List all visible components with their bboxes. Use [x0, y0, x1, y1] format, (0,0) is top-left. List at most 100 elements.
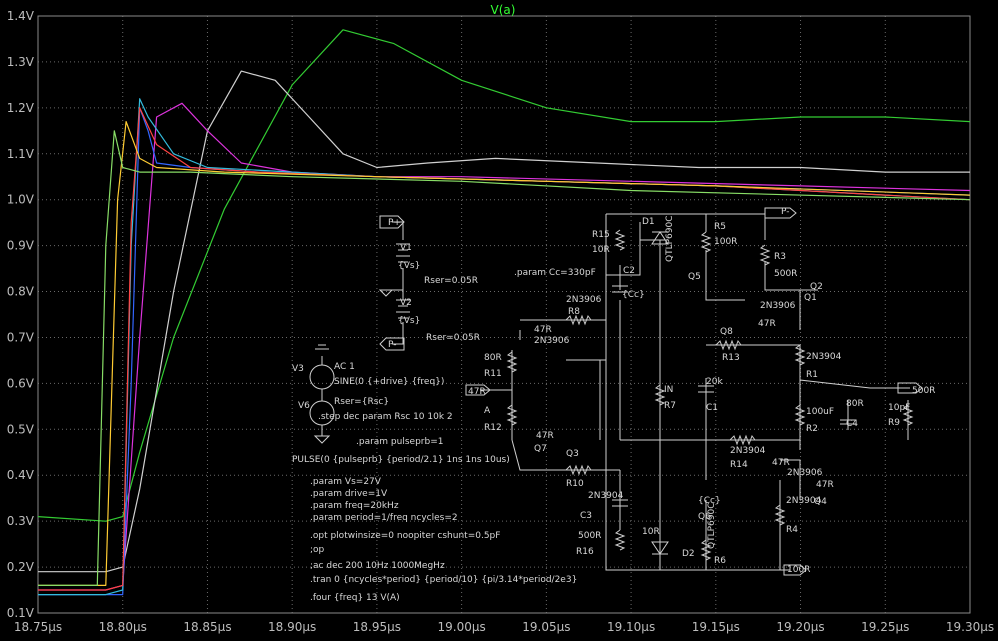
schematic-label: Q2 [810, 282, 823, 292]
schematic-label: R7 [664, 401, 676, 411]
series-line-2[interactable] [38, 70, 970, 573]
schematic-label: 2N3904 [786, 496, 822, 506]
schematic-label: R9 [888, 418, 900, 428]
x-tick-label: 18.85µs [183, 620, 231, 634]
y-tick-label: 0.9V [7, 239, 35, 253]
series-group[interactable] [37, 29, 971, 596]
schematic-label: Q7 [534, 444, 547, 454]
schematic-label: ;ac dec 200 10Hz 1000MegHz [310, 561, 445, 571]
schematic-label: QTLP690C [665, 216, 675, 263]
y-tick-label: 1.4V [7, 9, 35, 23]
schematic-label: 47R [468, 387, 486, 397]
y-axis-ticks: 0.1V0.2V0.3V0.4V0.5V0.6V0.7V0.8V0.9V1.0V… [7, 9, 35, 620]
schematic-label: Q6 [698, 512, 711, 522]
schematic-label: R11 [484, 369, 502, 379]
y-tick-label: 0.3V [7, 514, 35, 528]
schematic-label: 100R [787, 565, 810, 575]
x-tick-label: 19.05µs [522, 620, 570, 634]
schematic-label: Rser={Rsc} [334, 397, 389, 407]
y-tick-label: 0.2V [7, 560, 35, 574]
schematic-wires [309, 207, 923, 576]
schematic-label: 10pF [888, 403, 910, 413]
schematic-label: R2 [806, 424, 818, 434]
plot-frame [37, 15, 971, 614]
schematic-label: Q3 [566, 449, 579, 459]
schematic-label: .tran 0 {ncycles*period} {period/10} {pi… [310, 575, 577, 585]
schematic-label: 500R [912, 386, 935, 396]
schematic-label: 100uF [806, 407, 834, 417]
schematic-label: .param Cc=330pF [514, 268, 596, 278]
x-tick-label: 19.30µs [946, 620, 994, 634]
schematic-label: V2 [400, 298, 412, 308]
schematic-label: .param period=1/freq ncycles=2 [310, 513, 458, 523]
schematic-label: V3 [292, 364, 304, 374]
schematic-label: Q1 [804, 293, 817, 303]
schematic-label: 47R [772, 458, 790, 468]
schematic-label: 10R [592, 245, 610, 255]
schematic-label: V1 [400, 243, 412, 253]
schematic-label: .param pulseprb=1 [356, 437, 443, 447]
schematic-label: Q8 [720, 327, 733, 337]
schematic-label: SINE(0 {+drive} {freq}) [334, 377, 444, 387]
schematic-label: PULSE(0 {pulseprb} {period/2.1} 1ns 1ns … [292, 455, 510, 465]
schematic-label: A [484, 406, 491, 416]
schematic-label: C1 [706, 403, 718, 413]
series-line-8[interactable] [38, 130, 971, 586]
y-tick-label: 0.7V [7, 330, 35, 344]
plot-title[interactable]: V(a) [491, 3, 516, 17]
schematic-label: R10 [566, 479, 584, 489]
schematic-label: {Cc} [698, 496, 721, 506]
schematic-label: QTLP690C [707, 503, 717, 550]
schematic-label: R12 [484, 423, 502, 433]
y-tick-label: 1.3V [7, 55, 35, 69]
x-tick-label: 19.25µs [861, 620, 909, 634]
series-line-1[interactable] [37, 29, 971, 522]
schematic-label: .param freq=20kHz [310, 501, 399, 511]
schematic-label: AC 1 [334, 362, 355, 372]
schematic-label: R5 [714, 222, 726, 232]
schematic-label: R4 [786, 525, 798, 535]
schematic-label: .step dec param Rsc 10 10k 2 [318, 412, 453, 422]
schematic-label: R14 [730, 460, 748, 470]
y-tick-label: 0.6V [7, 376, 35, 390]
schematic-label: 47R [536, 431, 554, 441]
y-tick-label: 0.5V [7, 422, 35, 436]
x-tick-label: 18.75µs [14, 620, 62, 634]
schematic-label: 80R [846, 399, 864, 409]
schematic-label: V6 [298, 401, 310, 411]
schematic-label: .opt plotwinsize=0 noopiter cshunt=0.5pF [310, 531, 500, 541]
schematic-label: 2N3906 [760, 301, 796, 311]
schematic-label: 2N3906 [566, 295, 602, 305]
schematic-label: R3 [774, 252, 786, 262]
schematic-label: 500R [578, 531, 601, 541]
schematic-label: 2N3904 [806, 352, 842, 362]
schematic-label: {Vs} [398, 261, 420, 271]
schematic-label: 47R [758, 319, 776, 329]
y-tick-label: 0.4V [7, 468, 35, 482]
schematic-label: {Vs} [398, 316, 420, 326]
series-line-7[interactable] [38, 121, 971, 586]
y-tick-label: 1.1V [7, 147, 35, 161]
schematic-label: 20k [706, 377, 723, 387]
series-line-3[interactable] [38, 102, 971, 591]
schematic-label: C2 [623, 266, 635, 276]
schematic-label: 2N3904 [588, 491, 624, 501]
schematic-label: P- [781, 207, 789, 217]
schematic-label: .param Vs=27V [310, 477, 382, 487]
schematic-label: C4 [846, 419, 858, 429]
x-tick-label: 19.00µs [438, 620, 486, 634]
series-line-5[interactable] [38, 98, 971, 596]
schematic-label: R8 [568, 307, 580, 317]
schematic-label: Rser=0.05R [424, 276, 478, 286]
y-tick-label: 1.0V [7, 193, 35, 207]
schematic-label: Rser=0.05R [426, 333, 480, 343]
schematic-label: R16 [576, 547, 594, 557]
x-tick-label: 18.90µs [268, 620, 316, 634]
schematic-label: 47R [816, 480, 834, 490]
schematic-label: 2N3904 [730, 446, 766, 456]
schematic-label: D2 [682, 549, 695, 559]
